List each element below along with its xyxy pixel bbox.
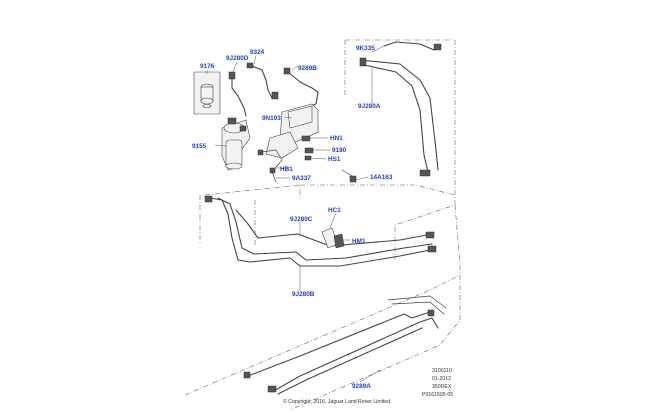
fuel-filter-element xyxy=(193,71,221,115)
part-labels: 9176 9J280D 9324 9289B 9K335 9J280A 9N10… xyxy=(192,45,393,390)
ref-code-1: 3100110 xyxy=(432,368,452,374)
sensor-14a163 xyxy=(341,169,357,183)
label-hn1: HN1 xyxy=(330,135,343,142)
label-9a337: 9A337 xyxy=(292,175,311,182)
ref-code-2: 01-2012 xyxy=(432,376,451,382)
pump-bracket xyxy=(257,103,319,183)
label-9n103: 9N103 xyxy=(262,115,281,122)
reference-codes: 3100110 01-2012 360DEX P0161505-05 xyxy=(422,368,453,398)
label-9180: 9180 xyxy=(332,147,347,154)
ref-code-3: 360DEX xyxy=(432,384,452,390)
boundary-lines xyxy=(184,39,461,411)
lower-lines xyxy=(243,295,447,395)
label-9176: 9176 xyxy=(200,63,215,70)
label-hc1: HC1 xyxy=(328,207,341,214)
label-hs1: HS1 xyxy=(328,156,341,163)
label-9289a: 9289A xyxy=(352,383,371,390)
clips xyxy=(321,227,345,249)
ref-code-4: P0161505-05 xyxy=(422,392,453,398)
upper-right-lines xyxy=(359,41,442,177)
label-9289b: 9289B xyxy=(298,65,317,72)
upper-hoses xyxy=(228,62,319,117)
label-hm1: HM1 xyxy=(352,238,366,245)
label-hb1: HB1 xyxy=(280,166,293,173)
label-9j280b: 9J280B xyxy=(292,291,315,298)
label-14a163: 14A163 xyxy=(370,174,393,181)
label-9155: 9155 xyxy=(192,143,207,150)
label-9j280c: 9J280C xyxy=(290,216,313,223)
leader-lines xyxy=(206,45,385,383)
label-9k335: 9K335 xyxy=(356,45,375,52)
copyright-text: © Copyright, 2016, Jaguar Land Rover Lim… xyxy=(283,398,392,405)
fuel-filter-housing xyxy=(221,117,251,171)
middle-lines xyxy=(204,195,437,267)
label-9j280d: 9J280D xyxy=(226,55,249,62)
label-9324: 9324 xyxy=(250,49,265,56)
label-9j280a: 9J280A xyxy=(358,103,381,110)
